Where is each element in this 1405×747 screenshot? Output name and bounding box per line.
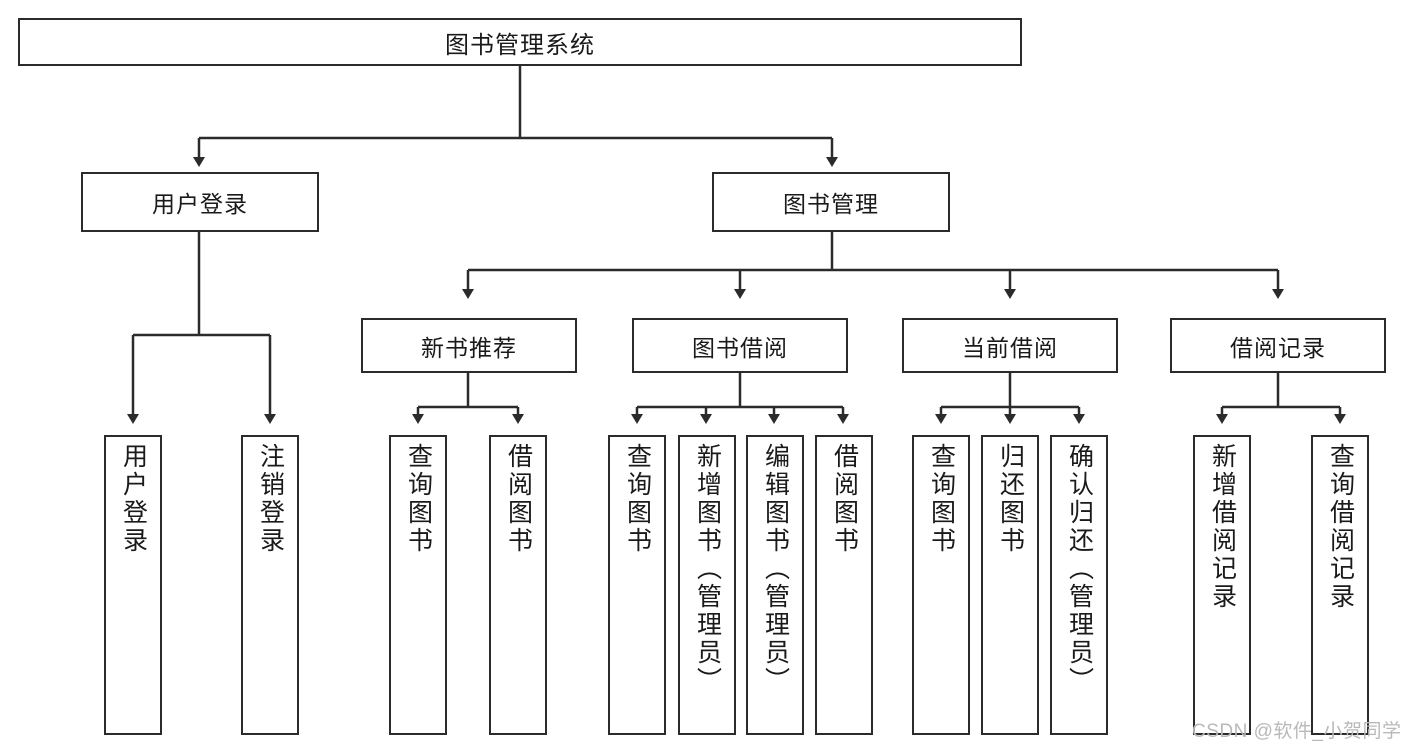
node-book-management-label: 图书管理 [783,191,879,217]
node-root-system-label: 图书管理系统 [445,31,595,59]
leaf-new-book-borrow-label: 借阅图书 [504,443,533,555]
node-user-login[interactable]: 用户登录 [81,172,319,232]
node-current-borrow[interactable]: 当前借阅 [902,318,1118,373]
csdn-watermark: CSDN @软件_小贺同学 [1192,721,1402,742]
leaf-user-login-signout-label: 注销登录 [256,443,285,555]
node-book-borrow[interactable]: 图书借阅 [632,318,848,373]
leaf-user-login-signin[interactable]: 用户登录 [104,435,162,735]
leaf-user-login-signin-label: 用户登录 [119,443,148,555]
leaf-book-borrow-lend[interactable]: 借阅图书 [815,435,873,735]
node-user-login-label: 用户登录 [152,191,248,217]
leaf-current-borrow-query[interactable]: 查询图书 [912,435,970,735]
node-book-borrow-label: 图书借阅 [692,334,788,361]
leaf-book-borrow-add-label: 新增图书（管理员） [693,443,722,695]
leaf-borrow-record-add[interactable]: 新增借阅记录 [1193,435,1251,735]
node-new-book-recommend-label: 新书推荐 [421,334,517,361]
leaf-new-book-query[interactable]: 查询图书 [389,435,447,735]
node-current-borrow-label: 当前借阅 [962,334,1058,361]
leaf-book-borrow-add[interactable]: 新增图书（管理员） [678,435,736,735]
leaf-new-book-borrow[interactable]: 借阅图书 [489,435,547,735]
leaf-new-book-query-label: 查询图书 [404,443,433,555]
node-borrow-record[interactable]: 借阅记录 [1170,318,1386,373]
node-borrow-record-label: 借阅记录 [1230,334,1326,361]
leaf-current-borrow-return[interactable]: 归还图书 [981,435,1039,735]
leaf-user-login-signout[interactable]: 注销登录 [241,435,299,735]
leaf-borrow-record-query[interactable]: 查询借阅记录 [1311,435,1369,735]
leaf-borrow-record-query-label: 查询借阅记录 [1326,443,1355,611]
node-new-book-recommend[interactable]: 新书推荐 [361,318,577,373]
leaf-book-borrow-query-label: 查询图书 [623,443,652,555]
leaf-current-borrow-confirm[interactable]: 确认归还（管理员） [1050,435,1108,735]
leaf-book-borrow-query[interactable]: 查询图书 [608,435,666,735]
leaf-current-borrow-confirm-label: 确认归还（管理员） [1065,443,1094,695]
node-root-system[interactable]: 图书管理系统 [18,18,1022,66]
leaf-book-borrow-edit[interactable]: 编辑图书（管理员） [746,435,804,735]
node-book-management[interactable]: 图书管理 [712,172,950,232]
leaf-borrow-record-add-label: 新增借阅记录 [1208,443,1237,611]
leaf-current-borrow-query-label: 查询图书 [927,443,956,555]
leaf-book-borrow-lend-label: 借阅图书 [830,443,859,555]
leaf-book-borrow-edit-label: 编辑图书（管理员） [761,443,790,695]
leaf-current-borrow-return-label: 归还图书 [996,443,1025,555]
